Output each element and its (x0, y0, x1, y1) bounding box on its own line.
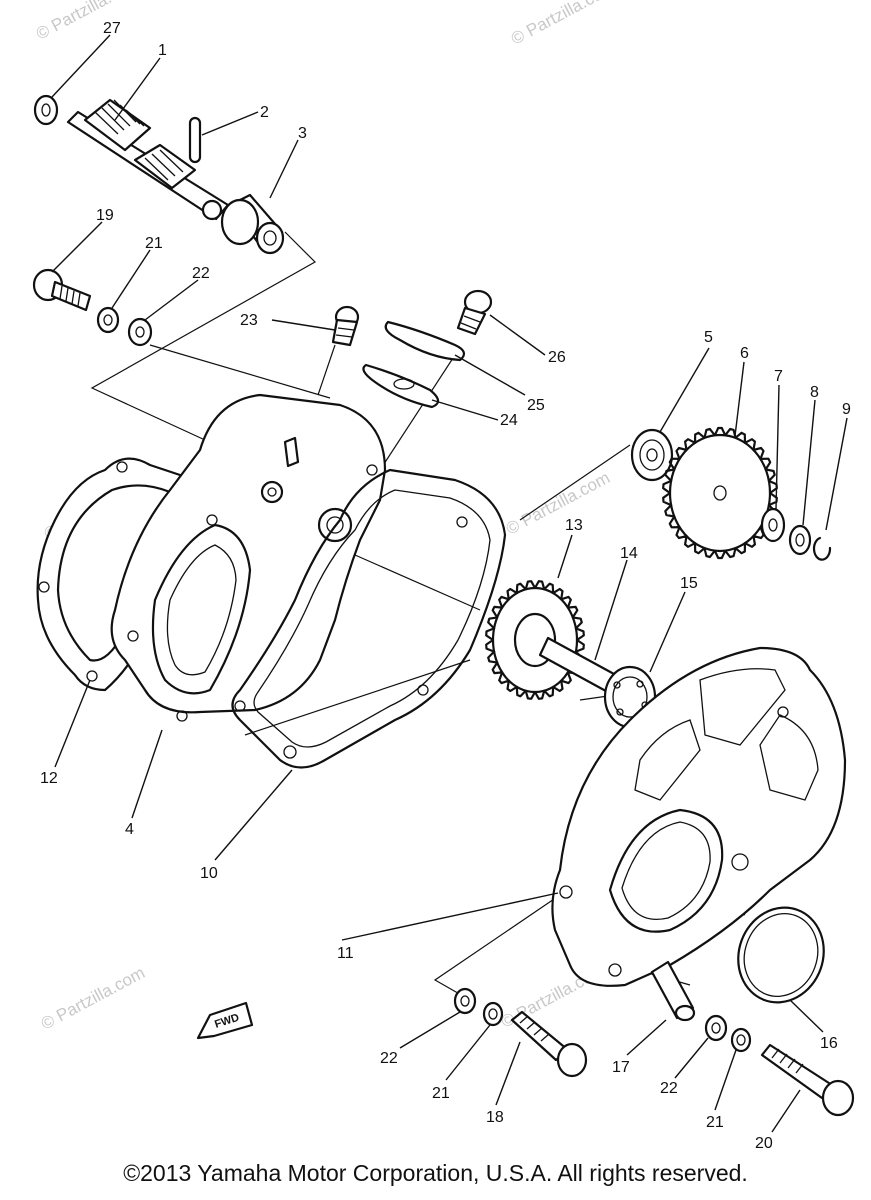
bolt-18 (510, 1010, 588, 1078)
screw-26 (456, 289, 493, 336)
housing-4 (110, 393, 387, 722)
washer-8 (788, 524, 812, 556)
gear-teeth (662, 426, 778, 560)
pin-2 (188, 116, 202, 164)
gear-teeth (485, 580, 585, 700)
washer-21-upper (96, 306, 120, 334)
callout-6: 6 (740, 345, 749, 362)
gear-6 (662, 426, 778, 560)
callout-7: 7 (774, 368, 783, 385)
washer-21-lower-left (482, 1001, 504, 1027)
watermark-text: © Partzilla.com (508, 0, 618, 49)
gear-13 (485, 580, 585, 700)
callout-4: 4 (125, 821, 134, 838)
bolt-20 (760, 1043, 855, 1117)
fwd-arrow-icon: FWD (196, 1001, 254, 1040)
shaft-1 (66, 98, 230, 221)
washer-22-lower-right (704, 1014, 728, 1042)
callout-3: 3 (298, 125, 307, 142)
callout-8: 8 (810, 384, 819, 401)
washer-7 (760, 507, 786, 543)
callout-23: 23 (240, 312, 258, 329)
plate-24 (362, 363, 440, 409)
callout-24: 24 (500, 412, 518, 429)
callout-14: 14 (620, 545, 638, 562)
callout-12: 12 (40, 770, 58, 787)
o-ring-16 (737, 906, 825, 1004)
circlip-9 (812, 536, 832, 561)
callout-1: 1 (158, 42, 167, 59)
callout-26: 26 (548, 349, 566, 366)
leader-lines (51, 34, 848, 1133)
cover-11 (551, 646, 847, 987)
callout-21: 21 (145, 235, 163, 252)
screw-23 (331, 305, 360, 347)
callout-25: 25 (527, 397, 545, 414)
callout-21: 21 (706, 1114, 724, 1131)
callout-10: 10 (200, 865, 218, 882)
callout-5: 5 (704, 329, 713, 346)
callout-22: 22 (380, 1050, 398, 1067)
callout-11: 11 (337, 945, 354, 962)
callout-17: 17 (612, 1059, 630, 1076)
callout-numbers: 27 1 2 3 19 21 22 23 26 25 24 5 6 7 8 9 … (40, 20, 851, 1152)
washer-22-lower-left (453, 987, 477, 1015)
washer-27 (33, 94, 59, 126)
gasket-10 (231, 468, 507, 769)
callout-9: 9 (842, 401, 851, 418)
copyright-notice: ©2013 Yamaha Motor Corporation, U.S.A. A… (123, 1160, 748, 1186)
collar-3 (220, 193, 285, 255)
callout-2: 2 (260, 104, 269, 121)
callout-13: 13 (565, 517, 583, 534)
washer-22-upper (127, 317, 153, 347)
callout-16: 16 (820, 1035, 838, 1052)
callout-27: 27 (103, 20, 121, 37)
callout-15: 15 (680, 575, 698, 592)
callout-21: 21 (432, 1085, 450, 1102)
watermark-text: © Partzilla.com (503, 468, 613, 539)
dowel-17 (650, 960, 696, 1022)
callout-22: 22 (660, 1080, 678, 1097)
plate-25 (384, 320, 466, 362)
washer-21-lower-right (730, 1027, 752, 1053)
bearing-5 (630, 428, 674, 482)
watermark-text: © Partzilla.com (33, 0, 143, 44)
watermark-text: © Partzilla.com (38, 963, 148, 1034)
bolt-19 (32, 268, 92, 312)
callout-18: 18 (486, 1109, 504, 1126)
callout-22: 22 (192, 265, 210, 282)
callout-20: 20 (755, 1135, 773, 1152)
callout-19: 19 (96, 207, 114, 224)
